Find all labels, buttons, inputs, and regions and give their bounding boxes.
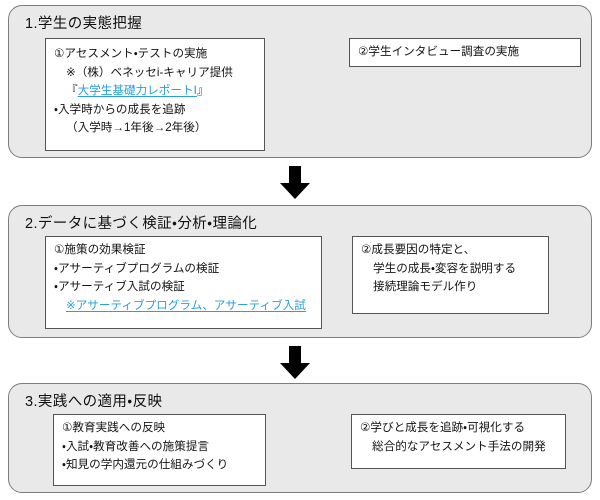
stage-1-container: 1.学生の実態把握 ①アセスメント・テストの実施 ※（株）ベネッセi-キャリア提…	[8, 5, 592, 158]
stage-1-card-2: ②学生インタビュー調査の実施	[349, 38, 581, 67]
card-line: ・知見の学内還元の仕組みづくり	[62, 458, 229, 471]
stage-3-card-1: ①教育実践への反映 ・入試・教育改善への施策提言 ・知見の学内還元の仕組みづくり	[53, 414, 266, 486]
stage-3-card-2: ②学びと成長を追跡・可視化する 総合的なアセスメント手法の開発	[351, 414, 566, 469]
card-line-with-link: ※アサーティブプログラム、アサーティブ入試	[54, 297, 313, 316]
stage-2-container: 2.データに基づく検証・分析・理論化 ①施策の効果検証 ・アサーティブプログラム…	[8, 205, 592, 338]
bracket-close: 』	[196, 84, 209, 97]
stage-3-heading: 3.実践への適用・反映	[25, 394, 163, 410]
card-line: 学生の成長・変容を説明する	[373, 261, 517, 275]
stage-1-heading: 1.学生の実態把握	[25, 16, 143, 32]
stage-2-card-2: ②成長要因の特定と、 学生の成長・変容を説明する 接続理論モデル作り	[352, 236, 549, 314]
card-line: ・入試・教育改善への施策提言	[62, 439, 210, 453]
card-line: ②学生インタビュー調査の実施	[358, 45, 520, 58]
assertive-program-link[interactable]: ※アサーティブプログラム、アサーティブ入試	[66, 298, 306, 312]
card-line: ・入学時からの成長を追跡	[54, 102, 186, 116]
stage-1-card-1: ①アセスメント・テストの実施 ※（株）ベネッセi-キャリア提供 『大学生基礎力レ…	[45, 38, 265, 151]
card-line: ①施策の効果検証	[54, 243, 146, 256]
arrow-stage2-to-stage3	[276, 346, 314, 380]
card-line: 総合的なアセスメント手法の開発	[372, 439, 546, 453]
stage-2-card-1: ①施策の効果検証 ・アサーティブプログラムの検証 ・アサーティブ入試の検証 ※ア…	[45, 236, 322, 329]
stage-2-heading: 2.データに基づく検証・分析・理論化	[25, 216, 258, 232]
arrow-stage1-to-stage2	[276, 166, 314, 200]
card-line: 接続理論モデル作り	[373, 280, 478, 293]
bracket-open: 『	[66, 84, 78, 97]
card-line: ・アサーティブ入試の検証	[54, 280, 185, 293]
card-line: ・アサーティブプログラムの検証	[54, 261, 220, 275]
card-line: （入学時→1年後→2年後）	[66, 121, 207, 134]
stage-3-container: 3.実践への適用・反映 ①教育実践への反映 ・入試・教育改善への施策提言 ・知見…	[8, 383, 592, 493]
card-line: ②学びと成長を追跡・可視化する	[360, 421, 526, 434]
card-line: ※（株）ベネッセi-キャリア提供	[66, 65, 233, 79]
card-line: ①教育実践への反映	[62, 421, 166, 434]
card-line-with-link: 『大学生基礎力レポートⅠ』	[54, 82, 256, 101]
card-line: ②成長要因の特定と、	[361, 243, 476, 256]
report-link[interactable]: 大学生基礎力レポートⅠ	[77, 84, 197, 97]
card-line: ①アセスメント・テストの実施	[54, 47, 208, 60]
